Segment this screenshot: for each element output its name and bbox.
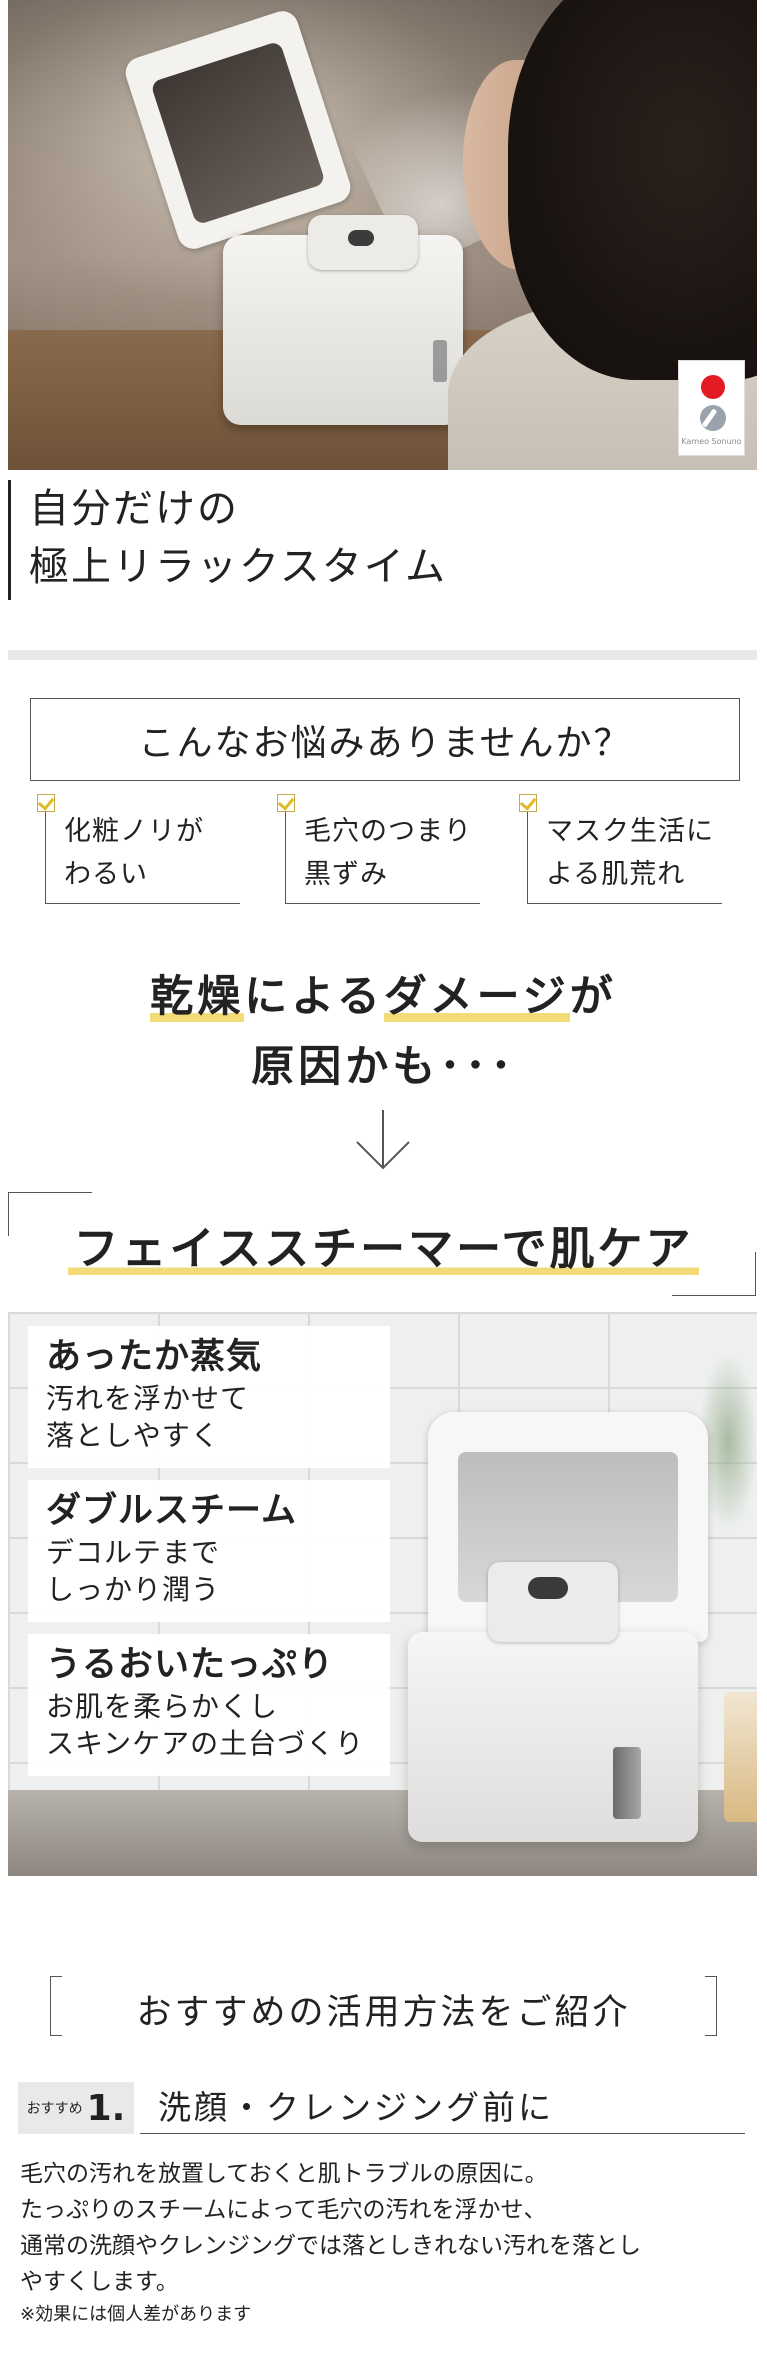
section-divider <box>8 650 757 660</box>
intro-heading: 自分だけの 極上リラックスタイム <box>8 480 568 600</box>
recommend-label: おすすめ <box>26 2101 83 2117</box>
intro-line-1: 自分だけの <box>29 486 239 532</box>
recommend-badge: おすすめ 1. <box>18 2082 134 2134</box>
corner-frame-top-left <box>8 1192 92 1236</box>
worry-item: 毛穴のつまり 黒ずみ <box>277 794 480 904</box>
recommend-body: 毛穴の汚れを放置しておくと肌トラブルの原因に。 たっぷりのスチームによって毛穴の… <box>20 2161 641 2295</box>
recommend-heading: 洗顔・クレンジング前に <box>140 2082 745 2134</box>
feature-card-double-steam: ダブルスチーム デコルテまで しっかり潤う <box>28 1480 390 1622</box>
bracket-right <box>705 1976 717 2036</box>
water-window <box>613 1747 641 1819</box>
steamer-nozzle <box>488 1562 618 1642</box>
steamer-body <box>408 1632 698 1842</box>
highlight-dryness: 乾燥 <box>150 972 245 1022</box>
brand-mark-icon <box>700 405 726 431</box>
bracket-left <box>50 1976 62 2036</box>
disclaimer-note: ※効果には個人差があります <box>20 2304 252 2325</box>
check-icon <box>37 794 55 812</box>
highlight-damage: ダメージ <box>383 972 570 1022</box>
feature-photo: あったか蒸気 汚れを浮かせて 落としやすく ダブルスチーム デコルテまで しっか… <box>8 1312 757 1876</box>
worry-item: 化粧ノリが わるい <box>37 794 240 904</box>
feature-card-warm-steam: あったか蒸気 汚れを浮かせて 落としやすく <box>28 1326 390 1468</box>
check-icon <box>277 794 295 812</box>
steamer-title: フェイススチーマーで肌ケア <box>0 1212 767 1277</box>
usage-title: おすすめの活用方法をご紹介 <box>136 1993 631 2033</box>
rising-sun-icon <box>701 375 725 399</box>
corner-frame-bottom-right <box>672 1252 756 1296</box>
check-icon <box>519 794 537 812</box>
feature-card-moisture: うるおいたっぷり お肌を柔らかくし スキンケアの土台づくり <box>28 1634 390 1776</box>
worry-item: マスク生活に よる肌荒れ <box>519 794 722 904</box>
intro-line-2: 極上リラックスタイム <box>29 544 447 590</box>
brand-badge: Kameo Sonuno <box>678 360 745 456</box>
water-window <box>433 340 447 382</box>
cause-line-2: 原因かも･･･ <box>251 1042 516 1092</box>
bottle <box>724 1692 757 1822</box>
cause-statement: 乾燥によるダメージが 原因かも･･･ <box>0 962 767 1102</box>
hero-photo: Kameo Sonuno <box>8 0 757 470</box>
woman-hair <box>508 0 757 380</box>
arrow-down-icon <box>356 1110 410 1170</box>
recommend-number: 1. <box>86 2087 126 2129</box>
badge-brand-text: Kameo Sonuno <box>681 437 742 446</box>
worries-title: こんなお悩みありませんか？ <box>30 698 740 781</box>
